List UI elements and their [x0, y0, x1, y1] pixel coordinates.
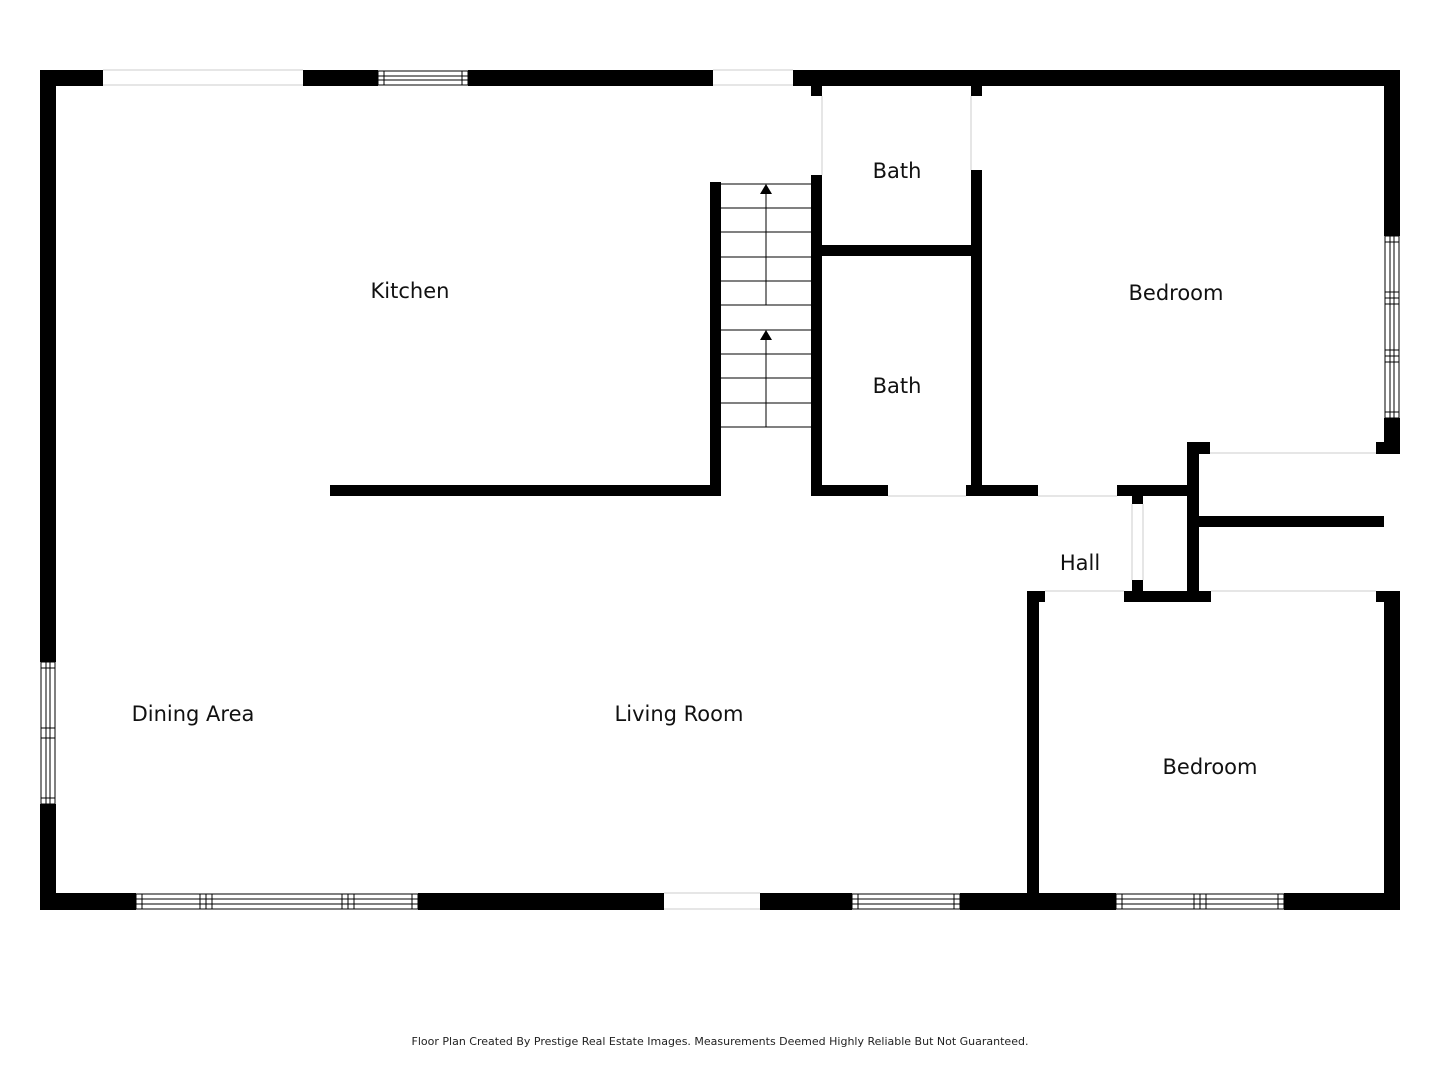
wall	[811, 175, 822, 496]
window	[40, 661, 56, 805]
wall	[760, 893, 852, 910]
wall	[971, 86, 982, 96]
interior-walls	[330, 86, 1400, 910]
wall	[1384, 591, 1400, 910]
wall	[811, 485, 888, 496]
exterior-walls	[40, 70, 1400, 910]
wall	[1384, 70, 1400, 236]
wall	[1376, 591, 1400, 602]
wall	[710, 182, 721, 496]
wall	[1124, 591, 1211, 602]
wall	[1117, 485, 1199, 496]
room-label-bedroom-south: Bedroom	[1163, 755, 1258, 779]
windows	[40, 70, 1400, 910]
wall	[330, 485, 720, 496]
wall	[1132, 494, 1143, 504]
room-label-bedroom-north: Bedroom	[1129, 281, 1224, 305]
room-labels: Kitchen Bath Bath Bedroom Hall Dining Ar…	[132, 159, 1258, 779]
wall	[1284, 893, 1400, 910]
room-label-kitchen: Kitchen	[371, 279, 450, 303]
wall	[1376, 442, 1400, 454]
wall	[1187, 516, 1384, 527]
staircase	[721, 183, 811, 428]
wall	[1132, 580, 1143, 592]
stair-arrow-icon	[760, 184, 772, 340]
wall	[811, 86, 822, 96]
room-label-bath-upper: Bath	[873, 159, 922, 183]
wall	[468, 70, 713, 86]
wall	[1027, 591, 1039, 910]
room-label-dining-area: Dining Area	[132, 702, 255, 726]
room-label-hall: Hall	[1060, 551, 1100, 575]
wall	[418, 893, 664, 910]
window	[377, 70, 469, 86]
wall	[303, 70, 378, 86]
wall	[811, 245, 982, 256]
wall	[40, 804, 56, 910]
wall	[966, 485, 1038, 496]
wall	[1187, 442, 1210, 454]
wall	[40, 70, 56, 662]
window	[1384, 235, 1400, 419]
window	[135, 893, 419, 910]
wall	[971, 170, 982, 496]
wall	[40, 893, 136, 910]
window	[851, 893, 961, 910]
room-label-living-room: Living Room	[615, 702, 744, 726]
room-label-bath-lower: Bath	[873, 374, 922, 398]
footer-credit: Floor Plan Created By Prestige Real Esta…	[411, 1035, 1029, 1048]
openings	[103, 69, 1376, 910]
wall	[793, 70, 1400, 86]
